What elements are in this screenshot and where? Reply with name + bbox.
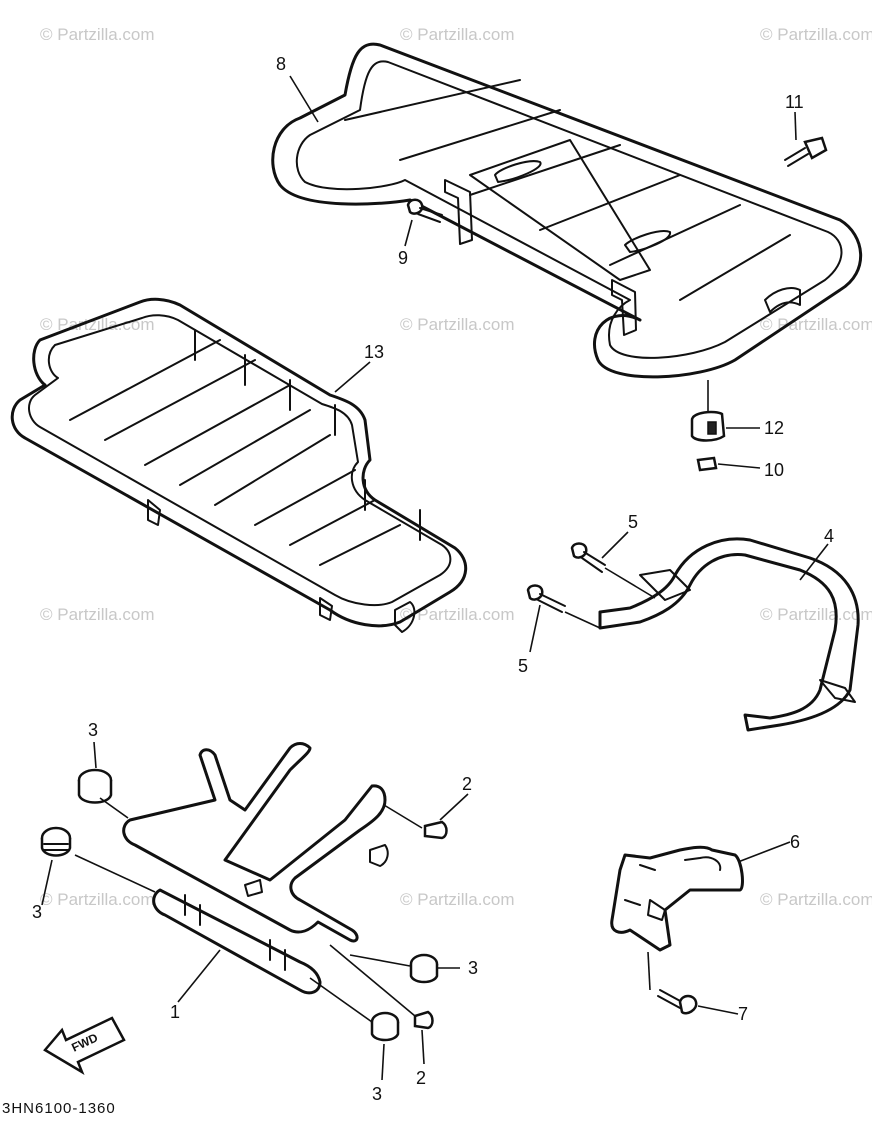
watermark-group: © Partzilla.com © Partzilla.com © Partzi… <box>40 25 872 909</box>
callout-4: 4 <box>824 526 834 546</box>
callout-6: 6 <box>790 832 800 852</box>
bolt-2-upper <box>423 820 448 840</box>
watermark: © Partzilla.com <box>40 890 155 909</box>
callout-10: 10 <box>764 460 784 480</box>
grommet-3-d <box>370 1011 400 1042</box>
callout-9: 9 <box>398 248 408 268</box>
callout-3-top: 3 <box>88 720 98 740</box>
leader-lines <box>41 75 829 1081</box>
callout-1: 1 <box>170 1002 180 1022</box>
callout-13: 13 <box>364 342 384 362</box>
grommet-3-a <box>77 768 113 804</box>
grommet-3-b <box>40 826 72 857</box>
bolt-9 <box>406 198 443 223</box>
front-guard-frame <box>122 742 389 995</box>
callout-3-left: 3 <box>32 902 42 922</box>
pin-10 <box>696 456 718 472</box>
watermark: © Partzilla.com <box>400 605 515 624</box>
bolt-5-lower <box>526 584 566 613</box>
collar-12 <box>690 410 726 442</box>
bracket-bar <box>598 537 860 732</box>
callout-5-lower: 5 <box>518 656 528 676</box>
watermark: © Partzilla.com <box>400 890 515 909</box>
watermark: © Partzilla.com <box>40 25 155 44</box>
watermark: © Partzilla.com <box>760 25 872 44</box>
watermark: © Partzilla.com <box>760 890 872 909</box>
watermark: © Partzilla.com <box>40 605 155 624</box>
fwd-arrow-icon: FWD <box>43 1016 126 1075</box>
callout-11: 11 <box>785 92 804 112</box>
rear-carrier-rack <box>271 42 863 379</box>
bolt-7 <box>657 989 698 1015</box>
callout-2-lower: 2 <box>416 1068 426 1088</box>
grommet-3-c <box>409 953 439 984</box>
bolt-5-upper <box>570 542 606 573</box>
diagram-reference-code: 3HN6100-1360 <box>2 1100 116 1117</box>
callout-labels: 8 11 9 13 12 10 4 5 5 3 2 6 3 3 1 7 2 3 <box>32 54 834 1104</box>
callout-3-right: 3 <box>468 958 478 978</box>
watermark: © Partzilla.com <box>400 25 515 44</box>
callout-8: 8 <box>276 54 286 74</box>
mounting-bracket <box>610 845 744 952</box>
front-carrier-rack <box>10 297 468 633</box>
callout-7: 7 <box>738 1004 748 1024</box>
bolt-11 <box>784 136 828 167</box>
callout-2-upper: 2 <box>462 774 472 794</box>
bolt-2-lower <box>413 1010 434 1030</box>
callout-12: 12 <box>764 418 784 438</box>
watermark: © Partzilla.com <box>760 605 872 624</box>
callout-3-bottom: 3 <box>372 1084 382 1104</box>
watermark: © Partzilla.com <box>760 315 872 334</box>
watermark: © Partzilla.com <box>400 315 515 334</box>
callout-5-upper: 5 <box>628 512 638 532</box>
